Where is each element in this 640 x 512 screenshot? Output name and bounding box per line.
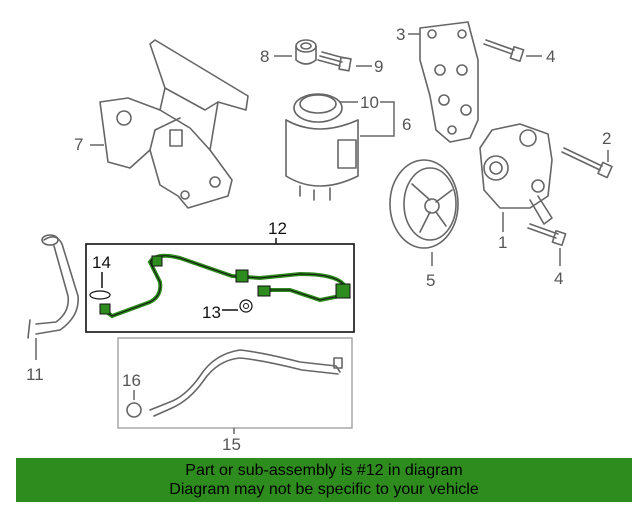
bolt-part-4-bottom[interactable] [527,223,567,247]
callout-4-top: 4 [546,47,555,66]
pump-part-1[interactable] [479,123,553,225]
bolt-part-2[interactable] [561,147,613,179]
bolt-part-4-top[interactable] [483,39,525,63]
callout-5: 5 [426,271,435,290]
seal-part-14[interactable] [89,290,111,300]
grommet-part-8[interactable] [295,39,317,65]
banner-line-2: Diagram may not be specific to your vehi… [169,481,479,498]
callout-12: 12 [268,219,287,238]
callout-8: 8 [260,47,269,66]
callout-3: 3 [396,25,405,44]
cooler-line-part-15[interactable] [149,349,343,417]
callout-14: 14 [92,253,111,272]
washer-part-13[interactable] [239,299,253,313]
callout-10: 10 [360,93,379,112]
callout-1: 1 [498,233,507,252]
pulley-part-5[interactable] [389,159,459,249]
callout-11: 11 [26,365,44,384]
callout-6: 6 [402,115,411,134]
o-ring-part-16[interactable] [126,402,142,418]
pressure-line-part-12[interactable] [99,253,351,319]
info-banner: Part or sub-assembly is #12 in diagram D… [16,458,632,502]
callout-9: 9 [374,57,383,76]
callout-7: 7 [74,135,83,154]
banner-line-1: Part or sub-assembly is #12 in diagram [185,462,463,479]
pump-bracket-part-3[interactable] [419,21,479,143]
hose-part-11[interactable] [27,234,79,339]
assembly-15-box [117,337,353,429]
callout-15: 15 [222,435,241,454]
assembly-12-box [85,243,355,333]
bolt-part-9[interactable] [317,51,352,72]
callout-4-bottom: 4 [554,269,563,288]
reservoir-part-6[interactable] [285,93,359,201]
callout-13: 13 [202,303,221,322]
callout-2: 2 [602,129,611,148]
callout-16: 16 [122,371,141,390]
bracket-part-7[interactable] [99,39,249,209]
